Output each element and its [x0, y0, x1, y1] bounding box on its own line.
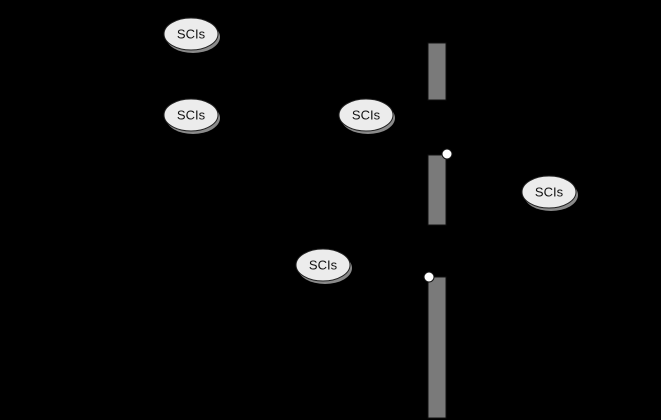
timeline-bar-1: [427, 42, 447, 101]
sci-node-label: SCIs: [177, 108, 206, 123]
timeline-bar-2: [427, 154, 447, 226]
marker-1: [441, 148, 453, 160]
timeline-bar-3: [427, 276, 447, 419]
sci-node-4: SCIs: [521, 175, 578, 211]
sci-node-5: SCIs: [295, 248, 352, 284]
sci-node-label: SCIs: [535, 185, 564, 200]
sci-node-2: SCIs: [163, 98, 220, 134]
sci-node-label: SCIs: [177, 27, 206, 42]
marker-2: [423, 271, 435, 283]
sci-node-label: SCIs: [309, 258, 338, 273]
sci-node-3: SCIs: [338, 98, 395, 134]
sci-node-1: SCIs: [163, 17, 220, 53]
sci-node-label: SCIs: [352, 108, 381, 123]
